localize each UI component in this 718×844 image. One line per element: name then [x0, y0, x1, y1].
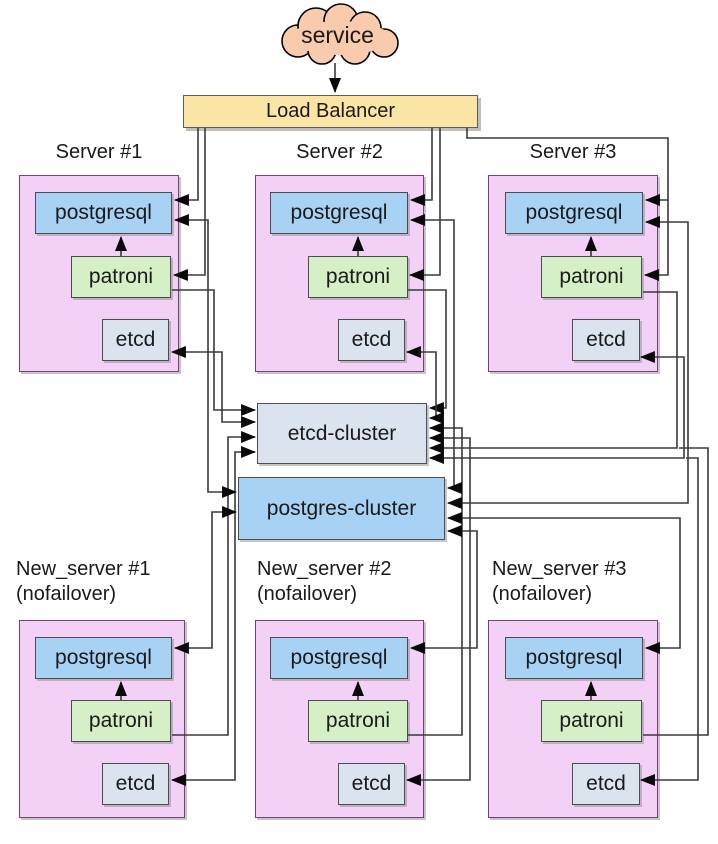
new-server-title-2: New_server #2 (nofailover)	[257, 557, 467, 607]
postgresql-node-s2: postgresql	[270, 192, 408, 234]
new-server-title-2-line2: (nofailover)	[257, 583, 358, 605]
new-server-title-2-line1: New_server #2	[257, 558, 392, 580]
postgresql-node-ns1: postgresql	[35, 637, 172, 679]
new-server-title-1-line2: (nofailover)	[16, 583, 117, 605]
postgresql-node-s3: postgresql	[505, 192, 643, 234]
server-title-1: Server #1	[55, 141, 143, 163]
server-title-2: Server #2	[296, 141, 383, 163]
patroni-node-s2: patroni	[308, 256, 408, 298]
etcd-node-s3: etcd	[572, 319, 640, 361]
patroni-node-s1: patroni	[71, 256, 171, 298]
postgresql-node-s1: postgresql	[35, 192, 172, 234]
postgresql-node-ns3: postgresql	[505, 637, 643, 679]
etcd-cluster-node: etcd-cluster	[257, 403, 427, 464]
load-balancer-label: Load Balancer	[266, 100, 395, 122]
new-server-title-3-line2: (nofailover)	[492, 583, 593, 605]
patroni-node-s3: patroni	[541, 256, 642, 298]
new-server-title-1-line1: New_server #1	[16, 558, 151, 580]
postgres-cluster-node: postgres-cluster	[238, 477, 445, 540]
etcd-node-s1: etcd	[102, 319, 169, 361]
new-server-title-1: New_server #1 (nofailover)	[16, 557, 226, 607]
load-balancer: Load Balancer	[183, 95, 478, 128]
service-label: service	[301, 22, 374, 48]
server-title-3: Server #3	[529, 141, 617, 163]
patroni-node-ns2: patroni	[308, 700, 408, 742]
etcd-node-ns2: etcd	[338, 763, 405, 805]
new-server-title-3: New_server #3 (nofailover)	[492, 557, 702, 607]
patroni-node-ns3: patroni	[541, 700, 642, 742]
postgresql-node-ns2: postgresql	[270, 637, 408, 679]
new-server-title-3-line1: New_server #3	[492, 558, 627, 580]
patroni-node-ns1: patroni	[71, 700, 171, 742]
etcd-node-s2: etcd	[338, 319, 405, 361]
etcd-node-ns3: etcd	[572, 763, 640, 805]
etcd-node-ns1: etcd	[102, 763, 169, 805]
